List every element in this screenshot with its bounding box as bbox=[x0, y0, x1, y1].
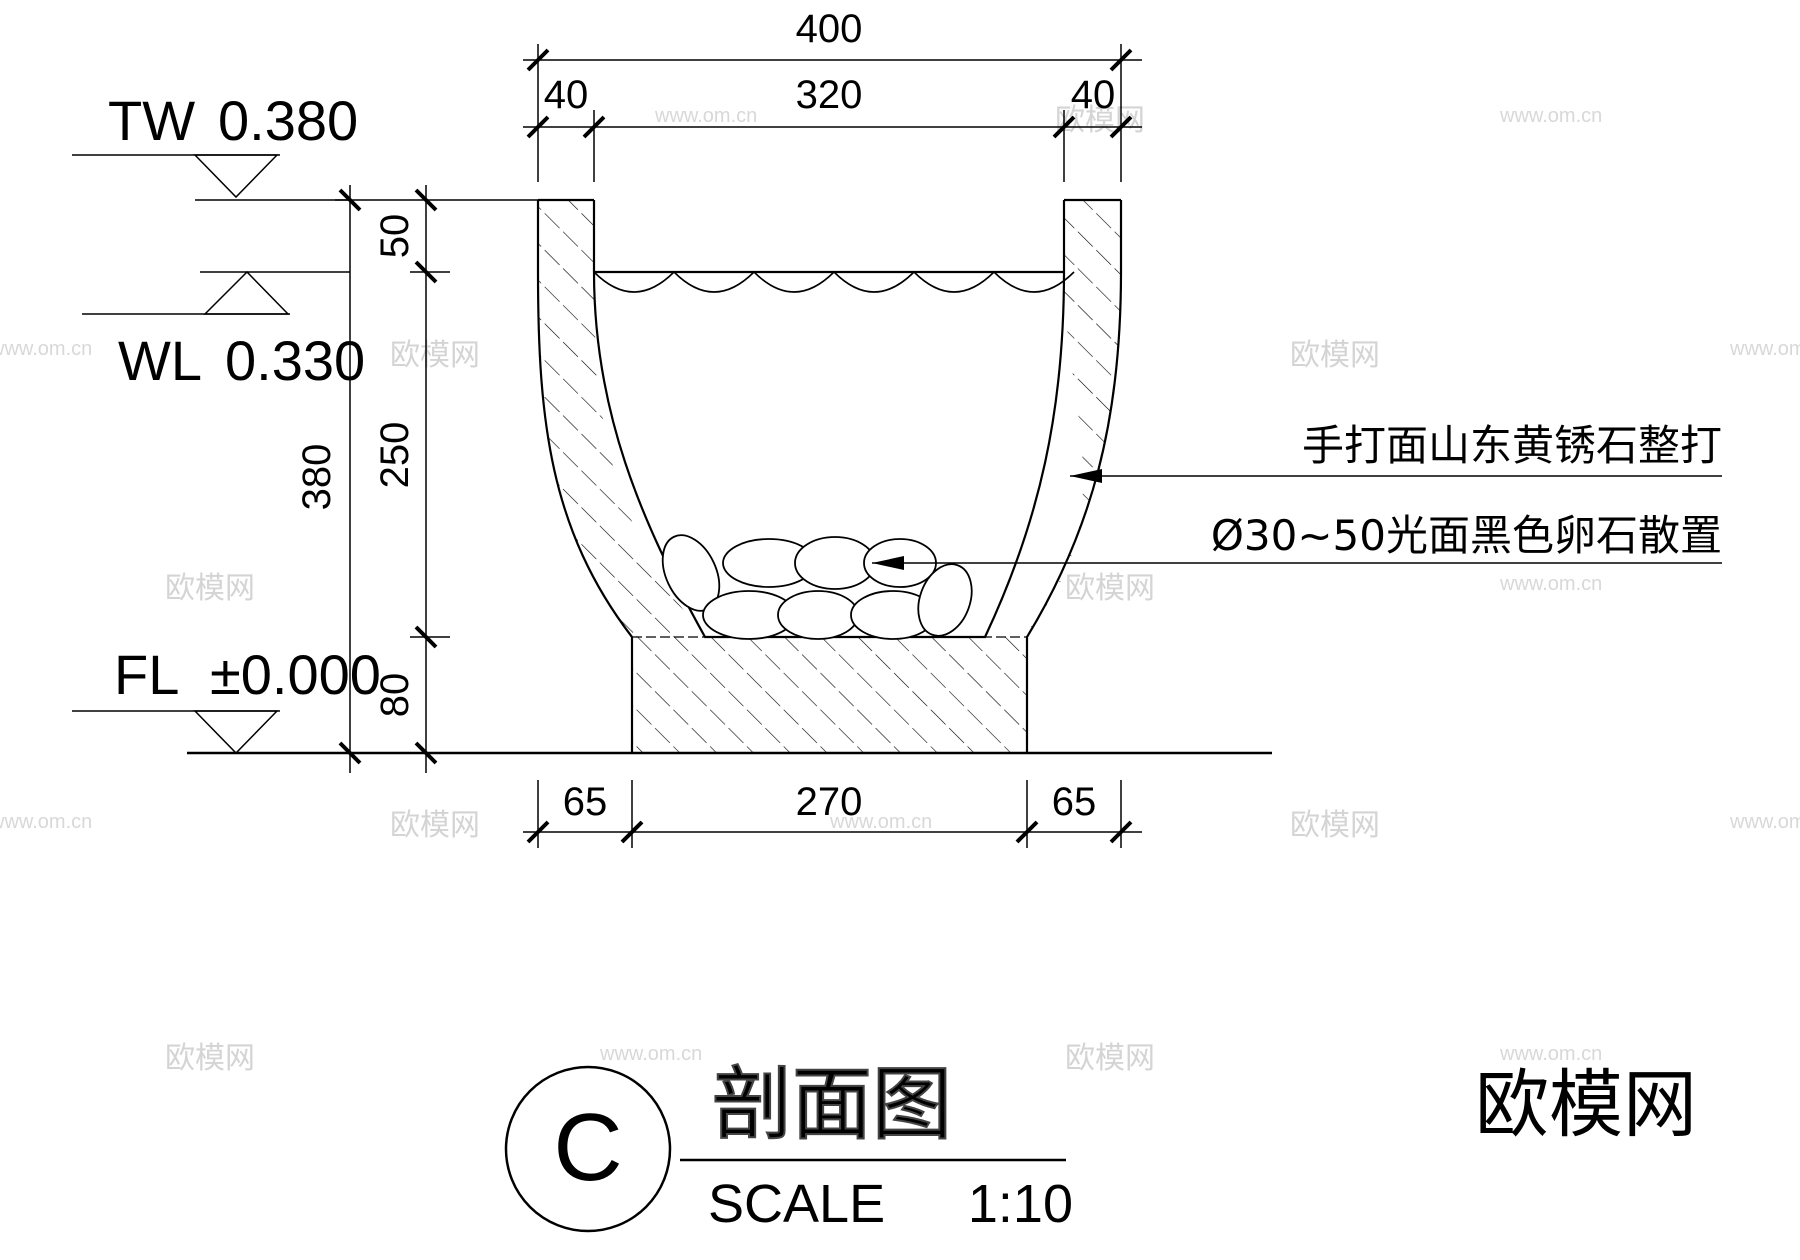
level-tw-label: TW bbox=[108, 89, 195, 152]
watermark-url: www.om.cn bbox=[1729, 338, 1800, 360]
planter-left-wall bbox=[538, 200, 1121, 753]
dim-top-total: 400 bbox=[796, 7, 863, 51]
watermark-url: www.om.cn bbox=[1729, 811, 1800, 833]
level-marker-up-icon bbox=[203, 270, 290, 315]
level-wl: WL 0.330 bbox=[82, 270, 365, 392]
watermark-url: www.om.cn bbox=[1499, 105, 1602, 127]
watermark-url: www.om.cn bbox=[1499, 573, 1602, 595]
vertical-dimensions bbox=[335, 185, 538, 773]
scale-label: SCALE bbox=[708, 1174, 885, 1234]
pebble-group bbox=[661, 534, 973, 640]
watermark-text: 欧模网 bbox=[390, 808, 480, 843]
watermark-url: www.om.cn bbox=[654, 105, 757, 127]
drawing-title: 剖面图 bbox=[712, 1058, 952, 1151]
bottom-dimensions bbox=[523, 780, 1142, 848]
watermark-text: 欧模网 bbox=[1290, 808, 1380, 843]
dim-height-total: 380 bbox=[295, 444, 339, 511]
level-wl-value: 0.330 bbox=[225, 329, 365, 392]
dim-bottom-left: 65 bbox=[563, 780, 608, 824]
watermark-text: 欧模网 bbox=[1290, 338, 1380, 373]
level-wl-label: WL bbox=[118, 329, 202, 392]
watermark-url: www.om.cn bbox=[599, 1043, 702, 1065]
level-marker-down-icon bbox=[193, 710, 279, 755]
watermark-url: www.om.cn bbox=[0, 338, 92, 360]
watermark-text: 欧模网 bbox=[1065, 1041, 1155, 1076]
section-symbol-circle bbox=[504, 1065, 672, 1233]
scale-value: 1:10 bbox=[968, 1174, 1073, 1234]
level-tw-value: 0.380 bbox=[218, 89, 358, 152]
dim-bottom-right: 65 bbox=[1052, 780, 1097, 824]
level-fl: FL ±0.000 bbox=[72, 643, 381, 755]
watermark-text: 欧模网 bbox=[390, 338, 480, 373]
watermark-text: 欧模网 bbox=[165, 1041, 255, 1076]
level-marker-down-icon bbox=[193, 154, 279, 199]
pebble-icon bbox=[917, 563, 973, 637]
brand-watermark: 欧模网 bbox=[1475, 1062, 1697, 1148]
water-ripple-icon bbox=[593, 270, 1075, 293]
arrow-head-icon bbox=[1070, 469, 1102, 483]
dim-height-top: 50 bbox=[373, 214, 417, 259]
dim-top-left-wall: 40 bbox=[544, 73, 589, 117]
dim-height-middle: 250 bbox=[373, 422, 417, 489]
dim-height-base: 80 bbox=[373, 673, 417, 718]
dim-bottom-middle: 270 bbox=[796, 780, 863, 824]
section-symbol: C bbox=[553, 1094, 622, 1201]
note-stone: 手打面山东黄锈石整打 bbox=[1302, 421, 1722, 470]
level-fl-value: ±0.000 bbox=[210, 643, 381, 706]
leader-stone: 手打面山东黄锈石整打 bbox=[1070, 421, 1722, 483]
title-block: C 剖面图 SCALE 1:10 bbox=[504, 1057, 1073, 1234]
watermark-url: www.om.cn bbox=[829, 811, 932, 833]
level-tw: TW 0.380 bbox=[72, 89, 358, 201]
pebble-icon bbox=[794, 536, 876, 590]
arrow-head-icon bbox=[872, 556, 904, 570]
watermark-text: 欧模网 bbox=[165, 571, 255, 606]
watermark-text: 欧模网 bbox=[1065, 571, 1155, 606]
watermark-url: www.om.cn bbox=[1499, 1043, 1602, 1065]
dim-top-inner: 320 bbox=[796, 73, 863, 117]
level-fl-label: FL bbox=[114, 643, 179, 706]
leader-pebbles: Ø30~50光面黑色卵石散置 bbox=[872, 511, 1722, 570]
top-dimensions bbox=[523, 44, 1142, 182]
watermark-url: www.om.cn bbox=[0, 811, 92, 833]
dim-top-right-wall: 40 bbox=[1071, 73, 1116, 117]
note-pebbles: Ø30~50光面黑色卵石散置 bbox=[1211, 511, 1722, 560]
planter-cavity bbox=[594, 200, 1064, 637]
pebble-icon bbox=[777, 590, 859, 640]
